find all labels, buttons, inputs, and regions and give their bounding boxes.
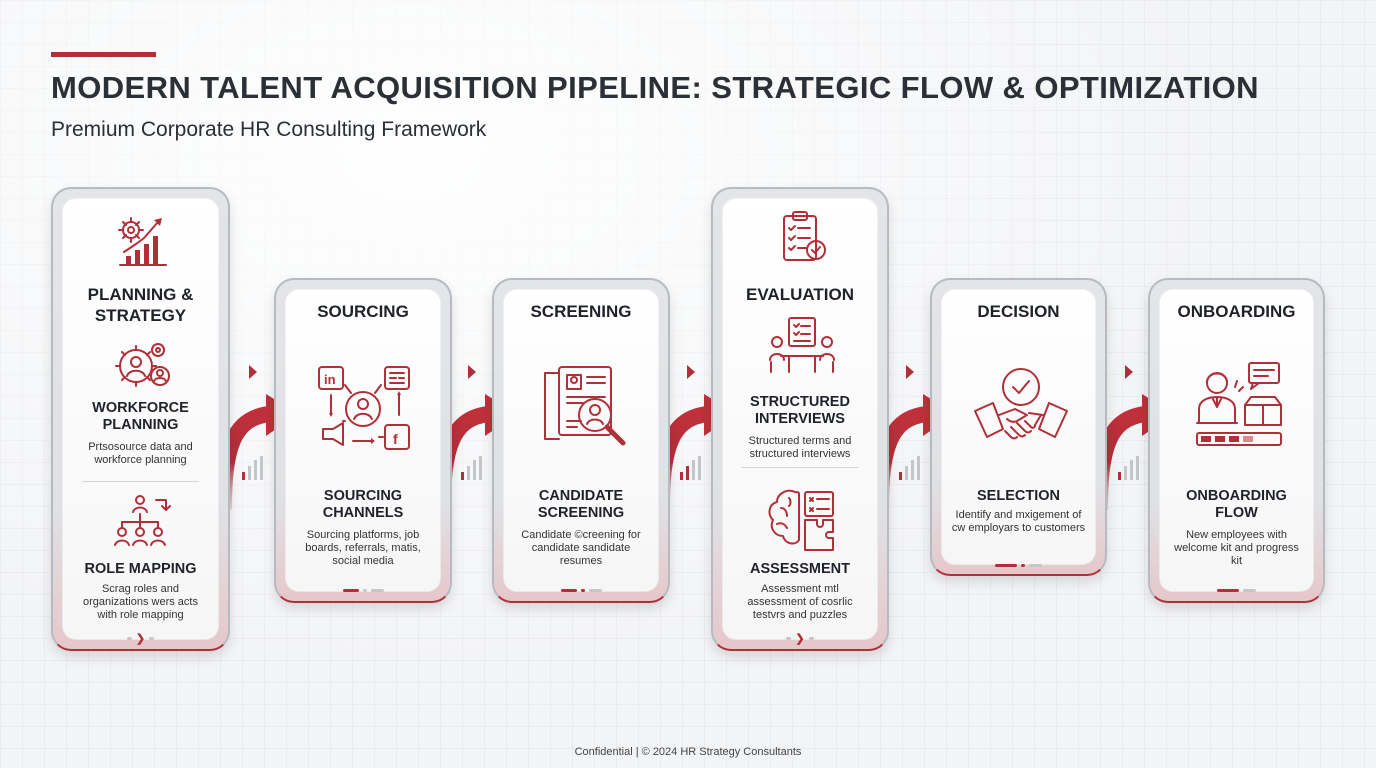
stage-title-screening: SCREENING — [530, 302, 632, 321]
stage-card-screening-panel: SCREENING CANDIDATE SCREENING Candidate … — [503, 289, 659, 593]
section-desc-onboarding-flow: New employees with welcome kit and progr… — [1174, 529, 1299, 567]
sourcing-network-icon: in f — [318, 366, 410, 450]
gear-people-icon — [115, 343, 170, 387]
svg-text:in: in — [324, 372, 336, 387]
progress-dots — [1159, 582, 1314, 593]
section-label-workforce-planning: WORKFORCE PLANNING — [92, 400, 189, 433]
clipboard-check-icon — [783, 211, 826, 261]
progress-dots: ❯ — [62, 630, 219, 644]
section-desc-structured-interviews: Structured terms and structured intervie… — [748, 435, 852, 460]
stage-card-sourcing-panel: SOURCING in f SOURCING CHANNELS Sourcing… — [285, 289, 441, 593]
stage-card-decision-panel: DECISION SELECTION Identify and mxigemen… — [941, 289, 1096, 568]
footer-confidential: Confidential | © 2024 HR Strategy Consul… — [574, 746, 802, 758]
stage-card-planning-panel: PLANNING & STRATEGY WORKFORCE PLANNING P… — [62, 198, 219, 644]
section-divider — [742, 467, 858, 468]
progress-dots — [503, 582, 659, 593]
section-desc-sourcing-channels: Sourcing platforms, job boards, referral… — [305, 529, 421, 567]
employee-welcome-kit-icon — [1196, 362, 1282, 446]
section-desc-role-mapping: Scrag roles and organizations wers acts … — [83, 583, 198, 621]
section-label-assessment: ASSESSMENT — [750, 561, 850, 577]
stage-title-sourcing: SOURCING — [317, 302, 409, 321]
section-desc-candidate-screening: Candidate ©creening for candidate sandid… — [521, 529, 641, 567]
brain-puzzle-icon — [768, 489, 834, 551]
resume-magnifier-icon — [544, 366, 626, 446]
progress-dots — [941, 557, 1096, 568]
stage-card-screening[interactable]: SCREENING CANDIDATE SCREENING Candidate … — [492, 278, 670, 603]
stage-card-evaluation[interactable]: EVALUATION STRUCTURED INTERVIEWS Structu… — [711, 187, 889, 651]
section-desc-assessment: Assessment mtl assessment of cosrlic tes… — [747, 583, 853, 621]
page-subtitle: Premium Corporate HR Consulting Framewor… — [51, 118, 487, 141]
interview-table-icon — [769, 317, 835, 373]
handshake-check-icon — [974, 368, 1068, 440]
page-title: MODERN TALENT ACQUISITION PIPELINE: STRA… — [51, 70, 1259, 105]
stage-card-sourcing[interactable]: SOURCING in f SOURCING CHANNELS Sourcing… — [274, 278, 452, 603]
section-label-structured-interviews: STRUCTURED INTERVIEWS — [750, 394, 850, 427]
section-label-candidate-screening: CANDIDATE SCREENING — [537, 488, 625, 521]
section-label-onboarding-flow: ONBOARDING FLOW — [1186, 488, 1287, 521]
section-label-selection: SELECTION — [977, 488, 1060, 504]
stage-card-onboarding[interactable]: ONBOARDING ONBOARDING FLOW New employees… — [1148, 278, 1325, 603]
section-label-role-mapping: ROLE MAPPING — [84, 561, 197, 577]
section-divider — [82, 481, 199, 482]
stage-title-planning: PLANNING & STRATEGY — [87, 285, 194, 325]
stage-card-onboarding-panel: ONBOARDING ONBOARDING FLOW New employees… — [1159, 289, 1314, 593]
progress-dots: ❯ — [722, 630, 878, 644]
stage-card-planning[interactable]: PLANNING & STRATEGY WORKFORCE PLANNING P… — [51, 187, 230, 651]
stage-card-decision[interactable]: DECISION SELECTION Identify and mxigemen… — [930, 278, 1107, 576]
stage-title-evaluation: EVALUATION — [746, 285, 854, 304]
stage-card-evaluation-panel: EVALUATION STRUCTURED INTERVIEWS Structu… — [722, 198, 878, 644]
gear-growth-chart-icon — [118, 217, 167, 266]
svg-text:f: f — [393, 431, 398, 447]
stage-title-onboarding: ONBOARDING — [1177, 302, 1296, 321]
progress-dots — [285, 582, 441, 593]
section-desc-selection: Identify and mxigement of cw employars t… — [951, 509, 1086, 534]
org-chart-icon — [114, 495, 171, 546]
stage-title-decision: DECISION — [977, 302, 1060, 321]
section-desc-workforce-planning: Prtsosource data and workforce planning — [88, 441, 193, 466]
title-accent-bar — [51, 52, 156, 57]
section-label-sourcing-channels: SOURCING CHANNELS — [322, 488, 404, 521]
